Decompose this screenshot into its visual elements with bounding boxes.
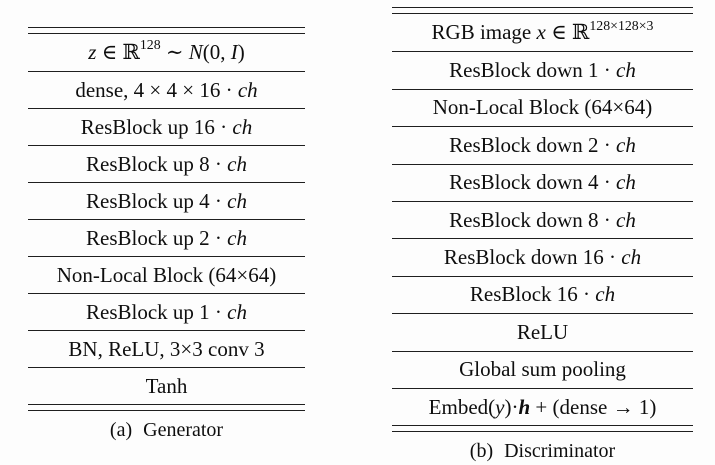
row-text-segment: (0, <box>202 40 231 64</box>
row-text-segment: ch <box>227 299 247 324</box>
discriminator-bottom-rule <box>392 425 693 433</box>
row-text-segment: + (dense → 1) <box>530 394 657 419</box>
generator-bottom-rule <box>28 404 305 411</box>
generator-caption-text: Generator <box>143 419 224 441</box>
row-text-segment: Non-Local Block (64×64) <box>432 95 653 120</box>
row-text-segment: ResBlock down 8 · <box>449 207 616 232</box>
row-text-segment: RGB image <box>431 20 537 45</box>
table-row: ResBlock up 8 · ch <box>28 145 305 182</box>
row-text-segment: z <box>88 40 97 64</box>
row-text-segment: ℝ <box>122 40 140 64</box>
row-text-segment: y <box>495 394 505 419</box>
table-row: Global sum pooling <box>392 350 693 388</box>
table-row: Non-Local Block (64×64) <box>392 88 693 126</box>
row-text-segment: ∈ <box>96 40 123 64</box>
row-text-segment: ResBlock 16 · <box>469 282 596 307</box>
row-text-segment: ch <box>616 132 636 157</box>
discriminator-caption: (b) Discriminator <box>392 439 693 463</box>
discriminator-caption-label: (b) <box>469 440 494 463</box>
row-text-segment: ch <box>616 58 636 83</box>
row-text-segment: I <box>230 40 238 64</box>
row-text-segment: ∈ <box>545 20 572 45</box>
row-text-segment: ch <box>616 170 636 195</box>
discriminator-top-rule <box>392 7 693 14</box>
row-text-segment: Non-Local Block (64×64) <box>56 262 277 287</box>
table-row: ResBlock down 1 · ch <box>392 51 693 88</box>
row-text-segment: ResBlock down 2 · <box>449 132 616 157</box>
row-text-segment: Global sum pooling <box>459 357 626 382</box>
table-row: Embed(y)·h + (dense → 1) <box>392 387 693 425</box>
table-row: Non-Local Block (64×64) <box>28 256 305 293</box>
row-text-segment: BN, ReLU, 3×3 conv 3 <box>68 336 265 361</box>
table-row: ResBlock down 4 · ch <box>392 163 693 201</box>
row-text-segment: N <box>188 40 203 64</box>
table-row: Tanh <box>28 367 305 404</box>
generator-top-rule <box>28 27 305 34</box>
generator-caption-label: (a) <box>109 419 133 441</box>
table-row: ResBlock down 2 · ch <box>392 126 693 163</box>
table-row: ResBlock up 1 · ch <box>28 293 305 330</box>
row-text-segment: ResBlock up 4 · <box>86 188 228 213</box>
row-text-segment: ch <box>227 188 247 213</box>
table-row: dense, 4 × 4 × 16 · ch <box>28 71 305 108</box>
table-row: ResBlock down 8 · ch <box>392 200 693 238</box>
table-row: ResBlock up 2 · ch <box>28 219 305 256</box>
table-row: ReLU <box>392 313 693 350</box>
table-row: BN, ReLU, 3×3 conv 3 <box>28 330 305 367</box>
discriminator-caption-text: Discriminator <box>504 440 616 463</box>
row-text-segment: ch <box>616 207 636 232</box>
row-text-segment: )· <box>504 394 519 419</box>
row-text-segment: Tanh <box>145 373 188 398</box>
row-text-segment: ResBlock up 8 · <box>86 151 228 176</box>
row-text-segment: ResBlock up 16 · <box>80 114 233 139</box>
row-text-segment: ch <box>227 225 247 250</box>
row-text-segment: ch <box>237 77 258 102</box>
row-text-segment: ResBlock up 2 · <box>86 225 228 250</box>
row-text-segment: ch <box>232 114 253 139</box>
row-text-segment: ℝ <box>571 20 590 45</box>
row-text-segment: ResBlock up 1 · <box>86 299 228 324</box>
row-text-segment: ResBlock down 4 · <box>449 170 616 195</box>
row-text-segment: ch <box>621 245 642 270</box>
table-row: ResBlock 16 · ch <box>392 275 693 313</box>
row-text-segment: 128×128×3 <box>589 17 654 33</box>
table-row: ResBlock down 16 · ch <box>392 238 693 275</box>
generator-caption: (a) Generator <box>28 418 305 442</box>
table-row: ResBlock up 4 · ch <box>28 182 305 219</box>
table-row: ResBlock up 16 · ch <box>28 108 305 145</box>
row-text-segment: ReLU <box>516 319 569 344</box>
row-text-segment: 128 <box>139 37 161 53</box>
row-text-segment: ch <box>595 282 616 307</box>
row-text-segment: ∼ <box>160 40 189 64</box>
row-text-segment: ResBlock down 1 · <box>449 58 616 83</box>
row-text-segment: dense, 4 × 4 × 16 · <box>75 77 238 102</box>
row-text-segment: h <box>518 394 531 419</box>
row-text-segment: ch <box>227 151 247 176</box>
row-text-segment: ) <box>237 40 245 64</box>
row-text-segment: Embed( <box>428 394 496 419</box>
row-text-segment: ResBlock down 16 · <box>443 245 622 270</box>
row-text-segment: x <box>536 20 546 45</box>
